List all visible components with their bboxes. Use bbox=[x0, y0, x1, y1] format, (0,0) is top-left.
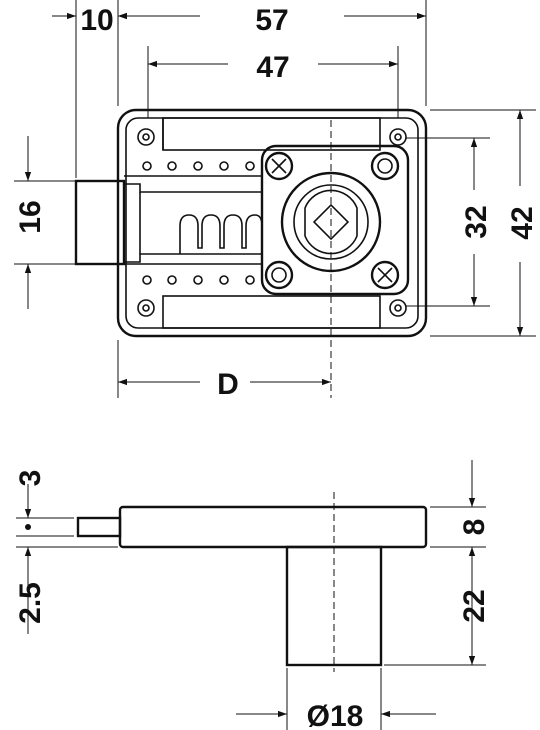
plate-hole-bottom-left bbox=[264, 260, 294, 290]
side-bolt bbox=[76, 516, 122, 538]
lever-pins-top bbox=[142, 161, 255, 171]
dim-cylinder-diameter: Ø18 bbox=[307, 700, 364, 730]
screw-top-left bbox=[264, 151, 294, 181]
dim-bolt-thickness: 3 bbox=[14, 470, 47, 487]
dim-case-depth: 8 bbox=[458, 519, 491, 536]
dim-bolt-recess: 2.5 bbox=[14, 582, 47, 624]
cylinder-key-rim bbox=[304, 189, 358, 255]
keyway-icon bbox=[312, 203, 350, 241]
cylinder-outer bbox=[280, 171, 382, 273]
dim-inner-height: 32 bbox=[460, 205, 493, 238]
screw-bottom-right bbox=[370, 260, 400, 290]
lock-case-outer bbox=[116, 108, 428, 338]
plate-hole-top-right bbox=[370, 151, 400, 181]
dim-cylinder-length: 22 bbox=[458, 589, 491, 622]
corner-holes bbox=[137, 128, 407, 317]
lever-springs bbox=[179, 214, 263, 254]
lock-side-view bbox=[76, 492, 428, 672]
dim-bolt-offset: 10 bbox=[80, 4, 113, 37]
side-case bbox=[118, 505, 428, 549]
dim-overall-height: 42 bbox=[506, 206, 539, 239]
cylinder-plate bbox=[260, 144, 410, 296]
lower-slot bbox=[162, 295, 381, 329]
lock-front-view bbox=[74, 108, 428, 398]
dim-backset: D bbox=[217, 368, 239, 401]
dim-bolt-height: 16 bbox=[14, 200, 47, 233]
dim-overall-width: 57 bbox=[255, 4, 288, 37]
lever-pins-bottom bbox=[142, 275, 255, 285]
dim-inner-width: 47 bbox=[256, 51, 289, 84]
